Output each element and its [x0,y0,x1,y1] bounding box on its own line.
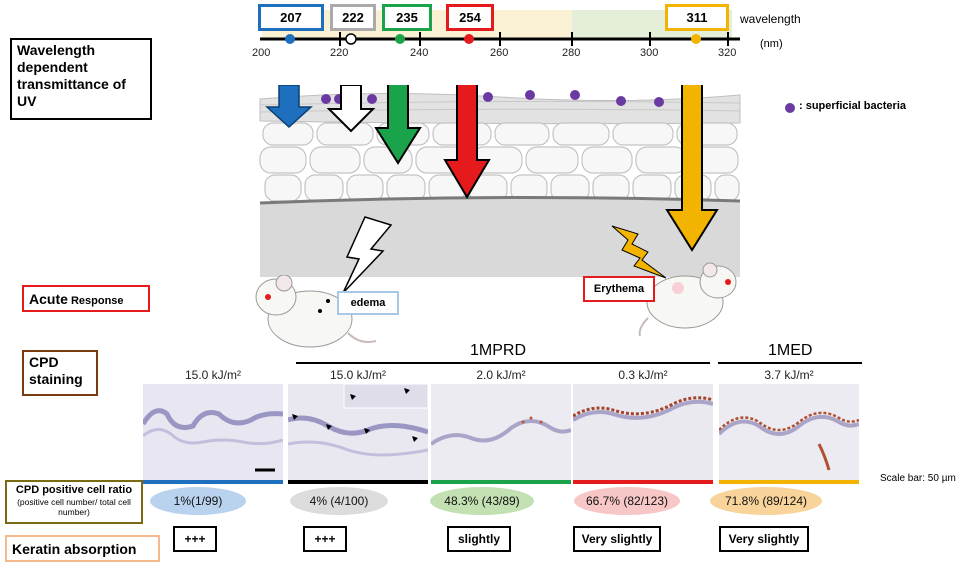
mouse-right-icon [638,262,737,337]
edema-label: edema [337,291,399,315]
keratin-absorption-label: Keratin absorption [5,535,160,562]
keratin-254: Very slightly [573,526,661,552]
cpd-ratio-title: CPD positive cell ratio [15,484,133,496]
med-bracket [718,362,862,364]
ratio-254: 66.7% (82/123) [574,487,680,515]
basement-membrane [259,195,741,205]
wavelength-dot-235 [395,34,405,44]
arrow-207 [265,85,313,129]
cpd-staining-label: CPD staining [22,350,98,396]
histology-235 [431,384,571,480]
dose-207: 15.0 kJ/m² [184,368,241,382]
arrow-254 [443,85,491,199]
bacteria-legend-label: : superficial bacteria [799,100,906,112]
med-group-label: 1MED [768,342,813,359]
wavelength-box-254: 254 [446,4,494,31]
tick-220: 220 [330,47,349,59]
wavelength-box-311: 311 [665,4,729,31]
ratio-235: 48.3% (43/89) [430,487,534,515]
keratin-222: +++ [303,526,347,552]
arrow-235 [374,85,422,165]
dose-235: 2.0 kJ/m² [476,368,526,382]
erythema-label: Erythema [583,276,655,302]
bacteria-dots [321,90,664,107]
wavelength-dot-207 [285,34,295,44]
colorbar-207 [143,480,283,484]
dose-254: 0.3 kJ/m² [618,368,668,382]
bacteria-legend-icon [785,103,795,113]
colorbar-235 [431,480,571,484]
colorbar-222 [288,480,428,484]
wavelength-label: wavelength [740,12,801,26]
mouse-left-icon [255,275,377,348]
colorbar-311 [719,480,859,484]
mprd-group-label: 1MPRD [470,342,527,359]
cpd-ratio-sub: (positive cell number/ total cell number… [17,497,131,517]
wavelength-axis [260,32,740,46]
histology-311 [719,384,859,480]
arrow-222 [326,85,376,133]
tick-300: 300 [640,47,659,59]
histology-222 [288,384,428,480]
wavelength-box-235: 235 [382,4,432,31]
colorbar-254 [573,480,713,484]
histology-207 [143,384,283,480]
scale-bar-label: Scale bar: 50 µm [880,473,956,484]
wavelength-box-222: 222 [330,4,376,31]
acute-sub: Response [67,295,124,307]
wavelength-dot-311 [691,34,701,44]
cpd-ratio-label: CPD positive cell ratio (positive cell n… [5,480,143,524]
dose-311: 3.7 kJ/m² [764,368,814,382]
unit-label: (nm) [760,38,783,50]
tick-280: 280 [562,47,581,59]
arrow-311 [665,85,719,252]
mprd-bracket [296,362,710,364]
acute-response-label: Acute Response [22,285,150,312]
tick-200: 200 [252,47,271,59]
lightning-yellow-icon [611,225,667,279]
keratin-235: slightly [447,526,511,552]
ratio-207: 1%(1/99) [150,487,246,515]
wavelength-dot-254 [464,34,474,44]
keratin-207: +++ [173,526,217,552]
acute-main: Acute [29,291,68,307]
dermis [260,197,740,277]
lightning-white-icon [342,216,393,294]
ratio-222: 4% (4/100) [290,487,388,515]
ratio-311: 71.8% (89/124) [710,487,822,515]
tick-260: 260 [490,47,509,59]
skin-diagram [259,85,741,277]
histology-254 [573,384,713,480]
dose-222: 15.0 kJ/m² [329,368,386,382]
wavelength-dot-222 [345,33,357,45]
keratin-311: Very slightly [719,526,809,552]
tick-320: 320 [718,47,737,59]
transmittance-label: Wavelength dependent transmittance of UV [10,38,152,120]
tick-240: 240 [410,47,429,59]
wavelength-box-207: 207 [258,4,324,31]
